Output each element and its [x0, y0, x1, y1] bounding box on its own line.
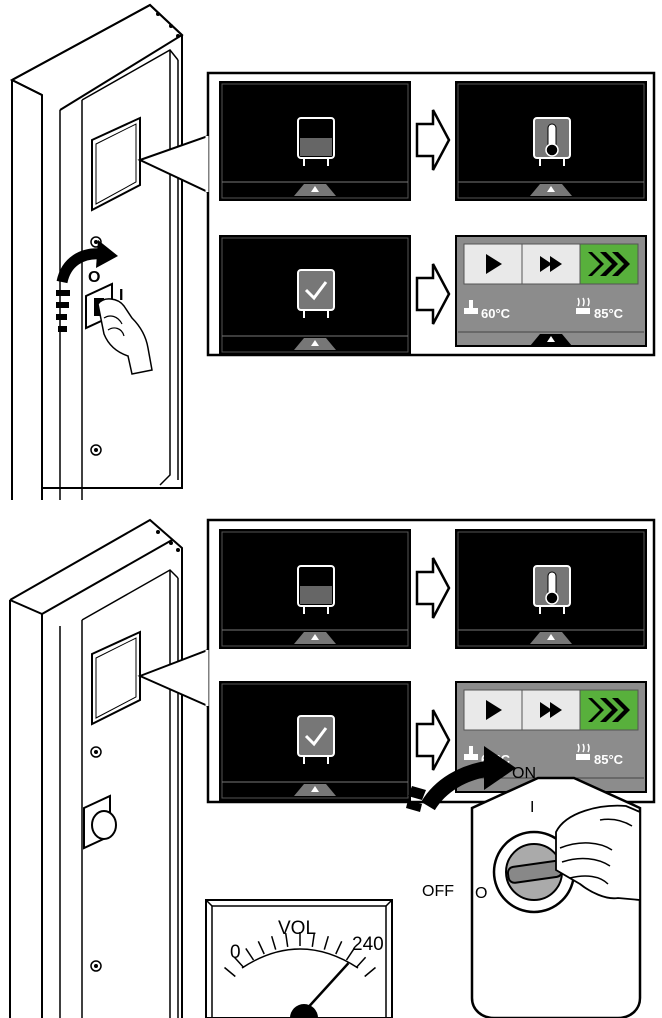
checkmark-icon: [298, 716, 334, 764]
screw-icon: [91, 747, 101, 757]
tank-icon: [298, 566, 334, 614]
voltmeter-min-label: 0: [230, 942, 241, 963]
screen-tank-ready: [220, 236, 410, 354]
screen-program-status: 60°C 85°C: [456, 236, 646, 346]
temp-left-label: 60°C: [481, 306, 511, 321]
checkmark-icon: [298, 270, 334, 318]
screen-tank-filling: [220, 530, 410, 648]
rotary-off-label: OFF: [422, 883, 454, 900]
screen-tank-heating: [456, 82, 646, 200]
screw-icon: [91, 961, 101, 971]
temp-right-label: 85°C: [594, 752, 624, 767]
screw-icon: [91, 445, 101, 455]
rotary-off-mark: O: [475, 885, 487, 902]
callout-panel-top: 60°C 85°C: [207, 73, 654, 355]
voltmeter-label: VOL: [278, 918, 316, 939]
voltmeter: VOL 0 240: [206, 900, 392, 1018]
temp-right-label: 85°C: [594, 306, 624, 321]
thermometer-icon: [534, 118, 570, 166]
callout-panel-bottom: 60°C 85°C: [207, 520, 654, 802]
rotary-on-label: ON: [512, 765, 536, 782]
appliance-top: O I: [12, 5, 208, 500]
screen-tank-heating: [456, 530, 646, 648]
push-button[interactable]: [84, 796, 116, 848]
voltmeter-max-label: 240: [352, 934, 384, 955]
tank-icon: [298, 118, 334, 166]
thermometer-icon: [534, 566, 570, 614]
screen-tank-filling: [220, 82, 410, 200]
rotary-on-mark: I: [530, 799, 534, 816]
switch-off-mark: O: [88, 269, 100, 286]
appliance-bottom: [10, 520, 208, 1018]
screen-tank-ready: [220, 682, 410, 800]
